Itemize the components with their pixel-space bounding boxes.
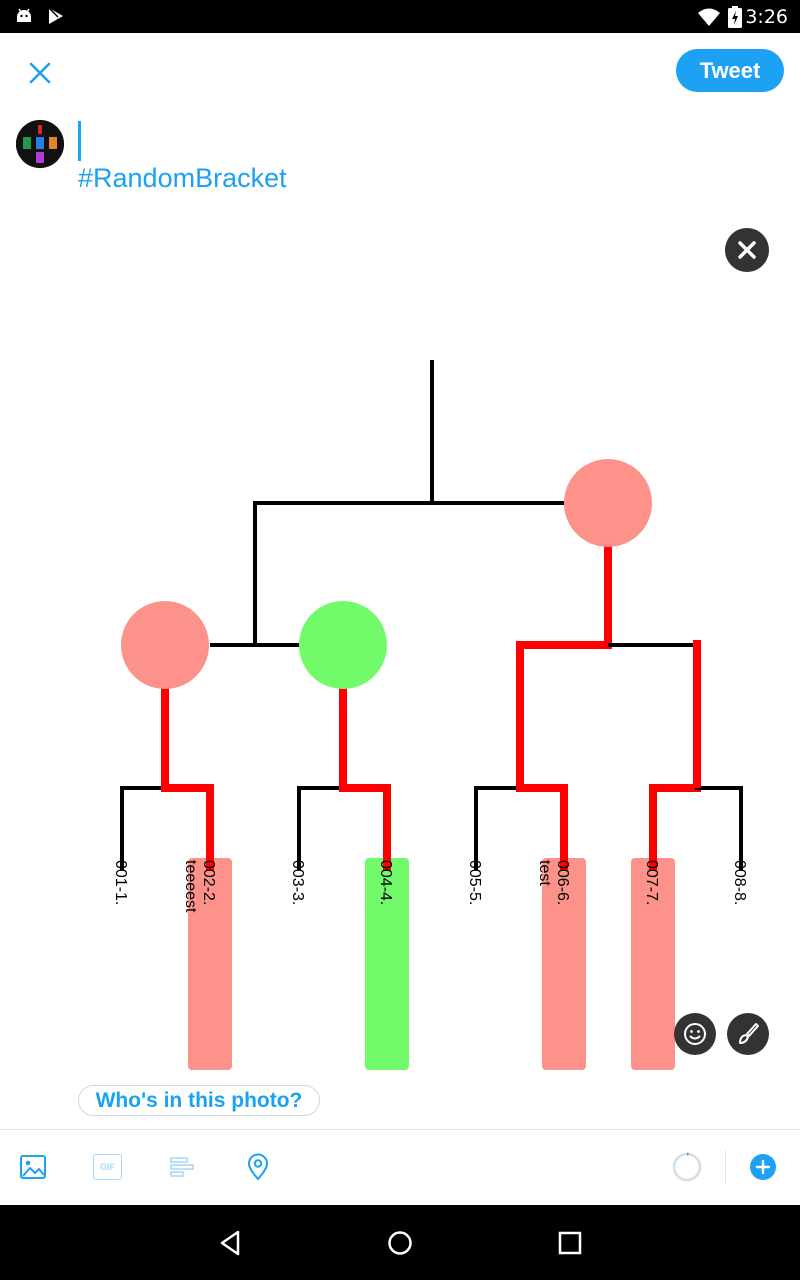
bracket-image: 001-1. 002-2.teeeest 003-3. 004-4. 005-5. 006… [112, 360, 748, 1070]
battery-icon [728, 6, 742, 28]
status-bar: 3:26 [0, 0, 800, 33]
close-icon [738, 241, 756, 259]
navigation-bar [0, 1205, 800, 1280]
compose-header: Tweet [0, 33, 800, 113]
bracket-entry-bar [365, 858, 409, 1070]
edit-image-button[interactable] [727, 1013, 769, 1055]
bracket-entry-number: 002-2. [200, 860, 217, 905]
bracket-node [299, 601, 387, 689]
add-tweet-icon[interactable] [748, 1152, 778, 1182]
character-count-icon [672, 1152, 702, 1182]
bracket-line [516, 503, 612, 788]
status-time: 3:26 [745, 6, 788, 28]
bracket-entry-number: 007-7. [643, 860, 660, 905]
bracket-line [474, 645, 522, 870]
bracket-line [695, 645, 743, 870]
location-icon[interactable] [243, 1152, 273, 1182]
tweet-button[interactable]: Tweet [676, 49, 784, 92]
bracket-line [339, 645, 391, 870]
poll-icon[interactable] [168, 1152, 198, 1182]
wifi-icon [698, 8, 720, 26]
bracket-entry-bar [631, 858, 675, 1070]
compose-hashtag[interactable]: #RandomBracket [78, 163, 287, 193]
bracket-entry-number: 006-6. [554, 860, 571, 905]
bracket-line [649, 645, 701, 870]
gif-label: GIF [100, 1162, 115, 1172]
bracket-node [564, 459, 652, 547]
bracket-node [121, 601, 209, 689]
bracket-line [608, 643, 699, 788]
text-cursor [78, 121, 81, 161]
android-debug-icon [17, 8, 31, 22]
tag-people-button[interactable]: Who's in this photo? [78, 1085, 320, 1116]
bracket-line [253, 501, 608, 645]
back-icon[interactable] [214, 1227, 246, 1259]
bracket-entry-number: 008-8. [731, 860, 748, 905]
bracket-entry-number: 005-5. [466, 860, 483, 905]
brush-icon [739, 1023, 759, 1044]
avatar [16, 120, 64, 168]
compose-toolbar: GIF [0, 1129, 800, 1205]
remove-media-button[interactable] [725, 228, 769, 272]
image-icon[interactable] [18, 1152, 48, 1182]
bracket-entry-bar [542, 858, 586, 1070]
close-icon[interactable] [22, 55, 58, 91]
recents-icon[interactable] [554, 1227, 586, 1259]
gif-button[interactable]: GIF [93, 1154, 122, 1180]
bracket-entry-number: 003-3. [289, 860, 306, 905]
bracket-entry-bar [188, 858, 232, 1070]
bracket-entry-name: test [536, 860, 553, 886]
play-store-icon [48, 7, 63, 24]
home-icon[interactable] [384, 1227, 416, 1259]
bracket-entry-number: 004-4. [377, 860, 394, 905]
sticker-button[interactable] [674, 1013, 716, 1055]
avatar-image [16, 120, 64, 168]
bracket-entry-number: 001-1. [112, 860, 129, 905]
bracket-line [516, 645, 568, 870]
bracket-layer: 001-1. 002-2.teeeest 003-3. 004-4. 005-5. 006… [112, 360, 748, 1070]
bracket-line [161, 645, 214, 870]
smiley-icon [684, 1023, 706, 1045]
toolbar-divider [725, 1150, 726, 1184]
bracket-entry-name: teeeest [182, 860, 199, 913]
